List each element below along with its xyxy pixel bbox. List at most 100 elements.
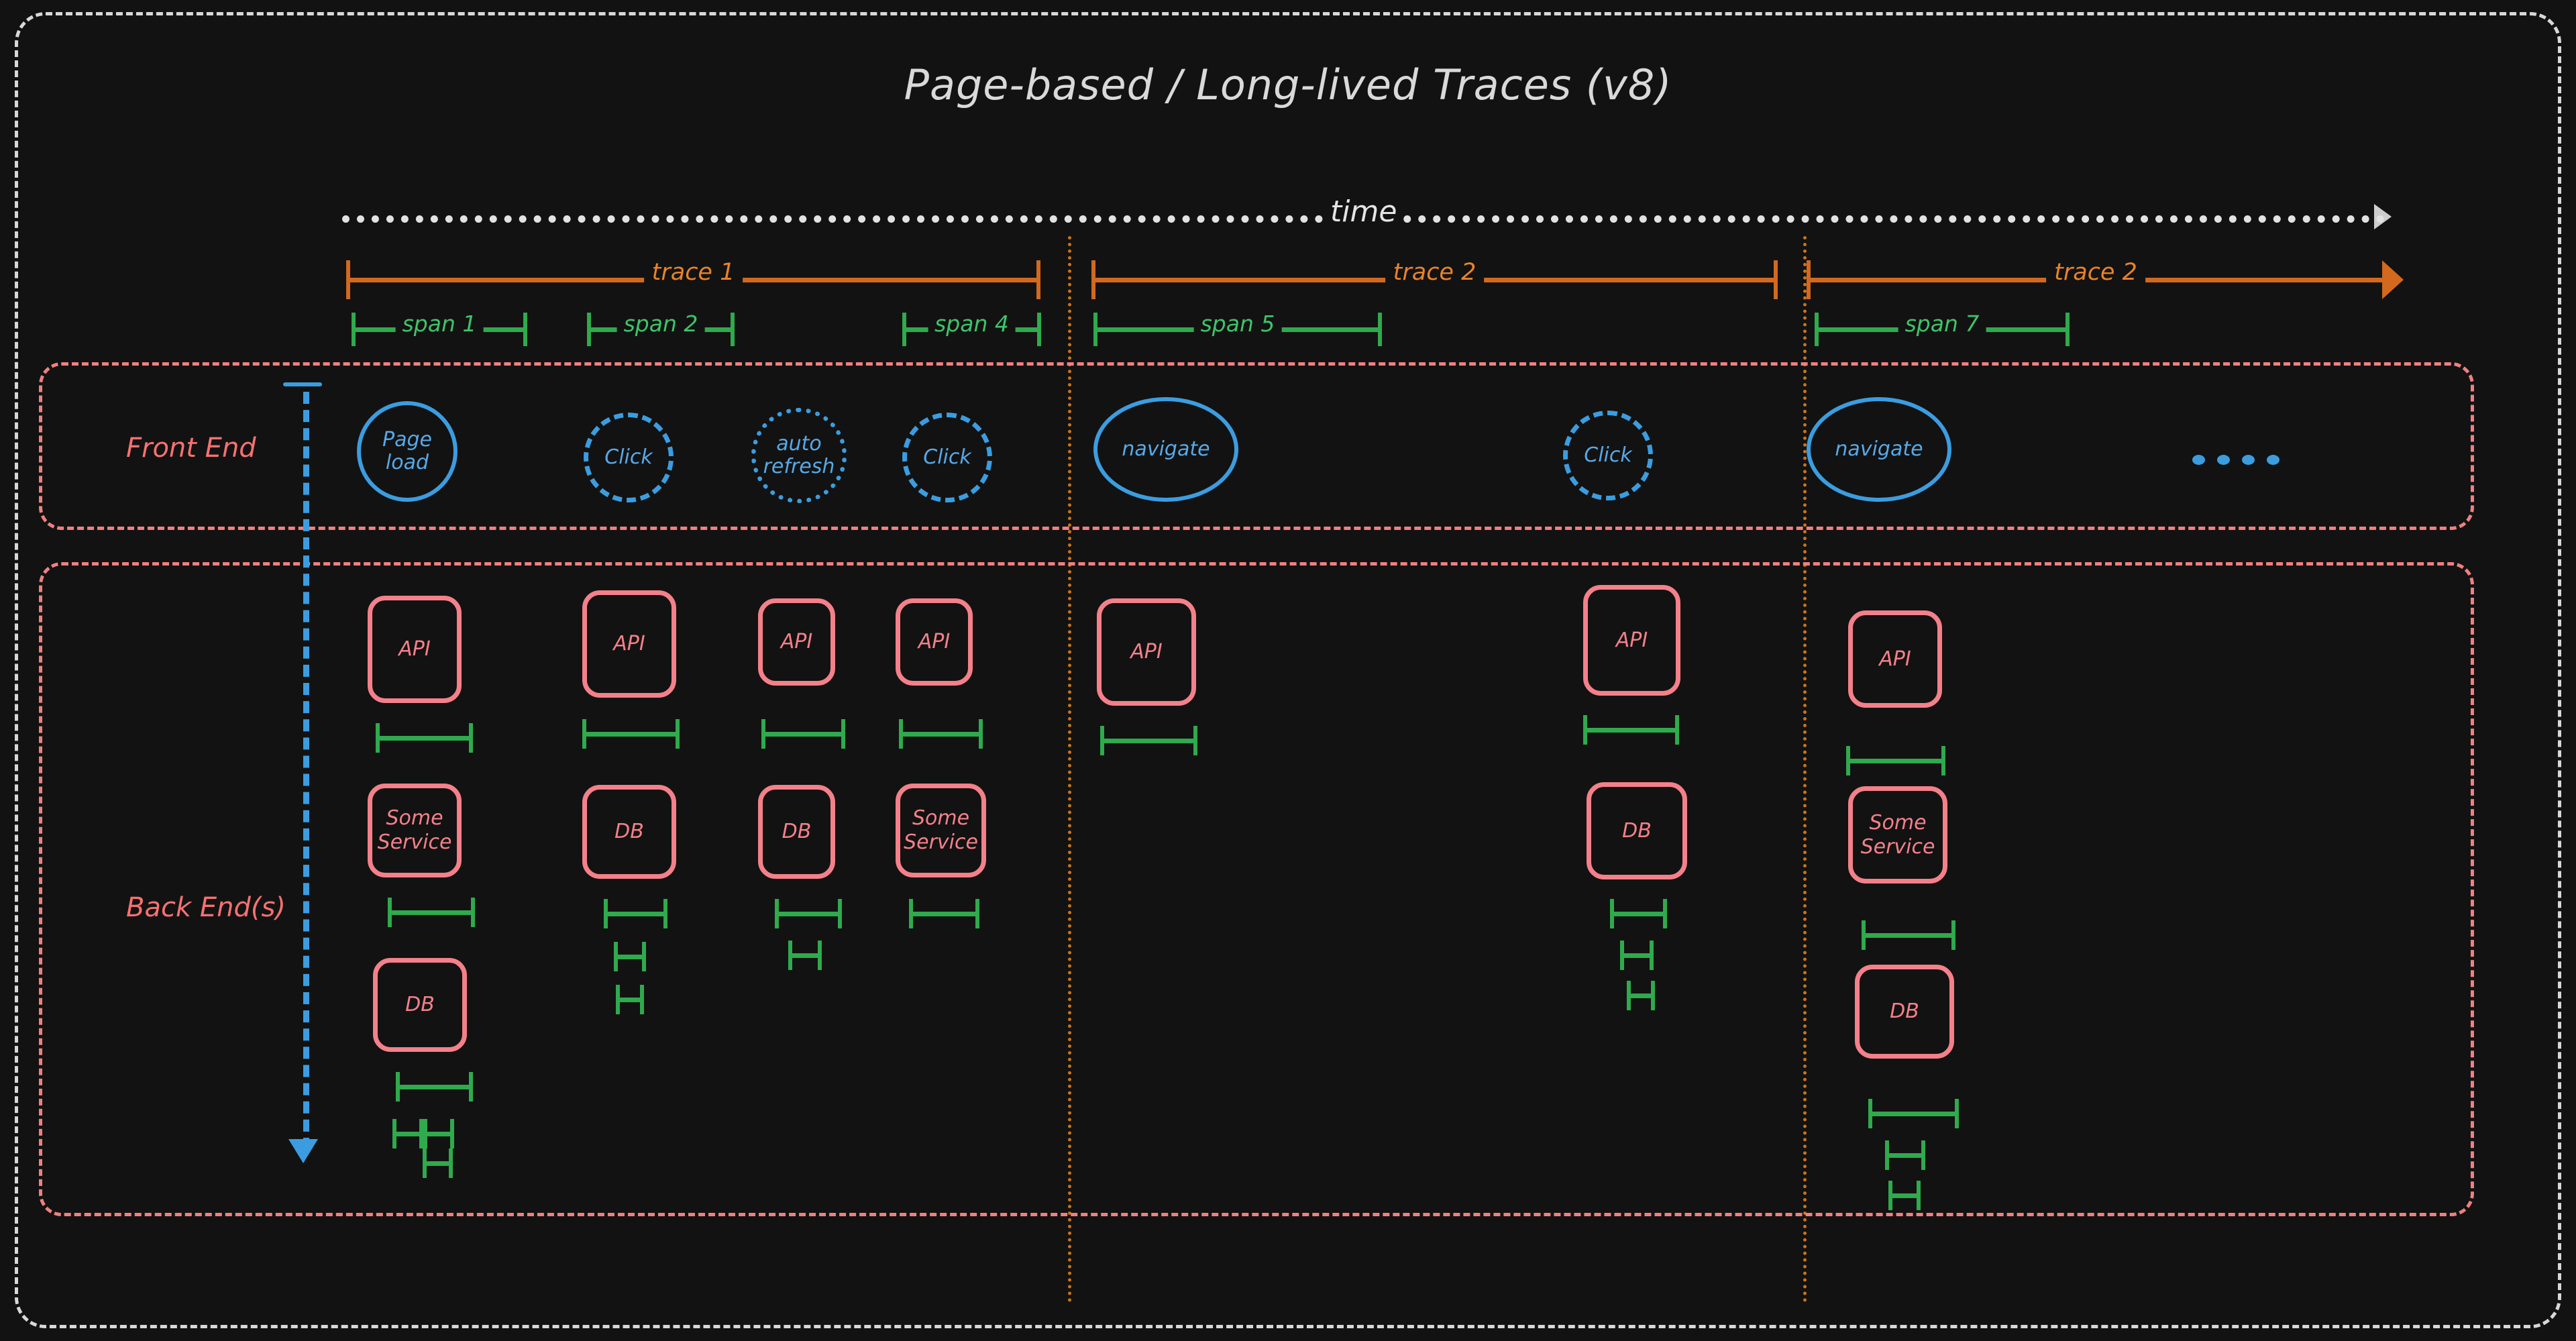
trace-separator-1 [1068, 236, 1071, 1303]
span-bar: span 1 [352, 311, 527, 346]
trace-arrow-icon [2382, 260, 2404, 299]
lane-label-front-end: Front End [126, 433, 256, 464]
trace-cap-right [1774, 260, 1778, 299]
backend-span-cap-right [1650, 941, 1654, 970]
span-bar: span 4 [902, 311, 1041, 346]
trace-bar: trace 2 [1807, 259, 2404, 299]
backend-span-line [1846, 759, 1945, 763]
backend-span-cap-right [1663, 899, 1667, 928]
trace-label: trace 1 [643, 259, 743, 286]
span-bar: span 7 [1815, 311, 2070, 346]
backend-node-api[interactable]: API [1583, 585, 1680, 696]
backend-span-cap-right [1651, 981, 1655, 1010]
backend-node-api[interactable]: API [896, 598, 973, 686]
backend-span-line [761, 732, 845, 737]
trace-separator-2 [1803, 236, 1807, 1303]
span-cap-right [2065, 313, 2070, 346]
frontend-event-label: Click [604, 445, 653, 469]
backend-span-line [419, 1132, 454, 1136]
backend-node-db[interactable]: DB [758, 785, 835, 879]
backend-node-db[interactable]: DB [373, 958, 467, 1052]
span-label: span 2 [616, 311, 705, 337]
span-cap-right [1378, 313, 1382, 346]
backend-span-bar [614, 942, 646, 971]
span-bar: span 5 [1093, 311, 1382, 346]
span-label: span 7 [1898, 311, 1986, 337]
backend-node-label: DB [1890, 1000, 1919, 1023]
backend-node-label: API [1615, 628, 1648, 652]
backend-span-cap-right [1921, 1140, 1925, 1170]
backend-span-bar [1868, 1099, 1959, 1128]
backend-span-line [1627, 994, 1655, 998]
backend-node-label: API [1879, 647, 1911, 671]
backend-span-bar [775, 899, 842, 928]
backend-span-cap-right [640, 985, 644, 1014]
backend-span-line [1100, 739, 1197, 743]
backend-node-db[interactable]: DB [1587, 782, 1687, 879]
backend-span-line [1862, 933, 1955, 938]
backend-node-label: DB [614, 820, 644, 843]
frontend-event-click[interactable]: Click [1563, 411, 1653, 500]
backend-node-api[interactable]: API [368, 596, 462, 703]
backend-node-api[interactable]: API [758, 598, 835, 686]
backend-span-cap-right [1951, 920, 1955, 950]
backend-span-line [1888, 1193, 1921, 1198]
backend-node-db[interactable]: DB [1855, 965, 1954, 1059]
backend-node-label: API [613, 632, 645, 655]
frontend-event-navigate[interactable]: navigate [1807, 397, 1951, 502]
frontend-event-click[interactable]: Click [902, 413, 992, 502]
time-axis-label: time [1324, 195, 1404, 229]
backend-node-db[interactable]: DB [582, 785, 676, 879]
arrow-stem [303, 392, 309, 1150]
backend-node-label: DB [782, 820, 812, 843]
backend-span-cap-right [975, 899, 979, 928]
frontend-event-label: navigate [1122, 437, 1210, 461]
backend-span-cap-right [838, 899, 842, 928]
backend-span-line [1620, 953, 1654, 958]
backend-span-line [423, 1161, 453, 1166]
backend-span-line [376, 736, 473, 741]
backend-span-line [392, 1132, 427, 1136]
trace-label: trace 2 [2046, 259, 2145, 286]
backend-span-cap-right [469, 723, 473, 753]
backend-span-cap-right [469, 1072, 473, 1102]
page-title: Page-based / Long-lived Traces (v8) [904, 60, 1672, 109]
backend-node-api[interactable]: API [1848, 610, 1942, 708]
backend-span-cap-right [449, 1148, 453, 1178]
span-label: span 1 [395, 311, 484, 337]
backend-span-bar [788, 941, 822, 970]
backend-span-bar [376, 723, 473, 753]
backend-span-line [1868, 1112, 1959, 1116]
backend-span-cap-right [642, 942, 646, 971]
backend-span-bar [1888, 1181, 1921, 1210]
backend-node-api[interactable]: API [1097, 598, 1196, 706]
backend-span-bar [616, 985, 644, 1014]
backend-span-line [1583, 728, 1679, 733]
backend-span-bar [388, 898, 475, 927]
span-bar: span 2 [587, 311, 735, 346]
backend-span-line [616, 998, 644, 1002]
frontend-event-click[interactable]: Click [584, 413, 674, 502]
arrow-top-cap [283, 382, 322, 386]
frontend-event-navigate[interactable]: navigate [1093, 397, 1238, 502]
backend-span-bar [899, 719, 983, 749]
backend-span-cap-right [471, 898, 475, 927]
backend-node-label: DB [1622, 818, 1652, 843]
backend-node-api[interactable]: API [582, 590, 676, 698]
backend-span-cap-right [979, 719, 983, 749]
trace-label: trace 2 [1385, 259, 1485, 286]
backend-span-bar [604, 899, 667, 928]
backend-node-label: API [918, 630, 951, 653]
backend-span-cap-right [1955, 1099, 1959, 1128]
backend-span-bar [1610, 899, 1667, 928]
time-arrow-icon [2374, 204, 2392, 229]
